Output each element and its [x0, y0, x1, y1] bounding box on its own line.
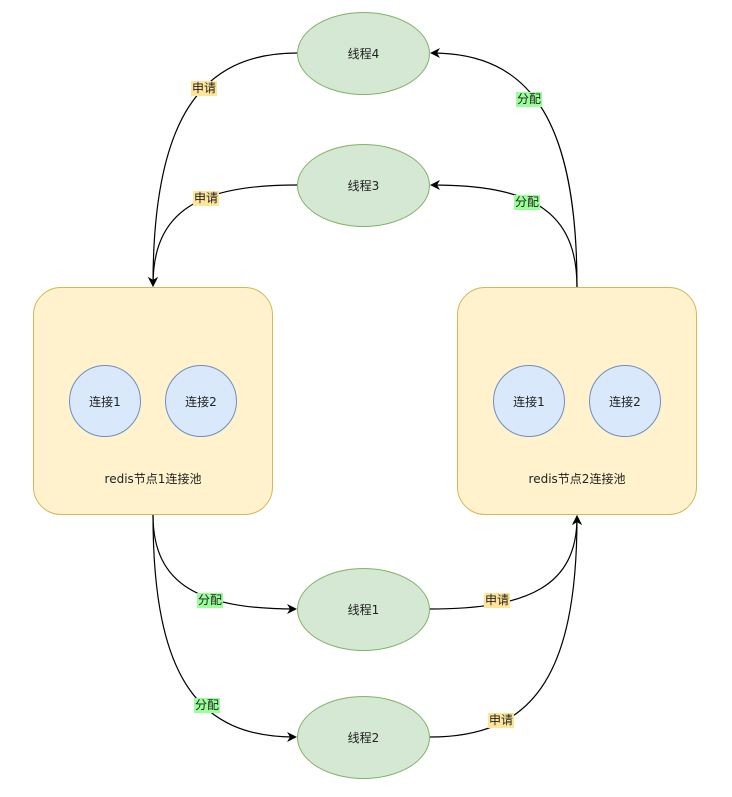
edge-pool1-to-thread1	[152, 514, 297, 614]
pool2-connection-2[interactable]: 连接2	[589, 365, 661, 437]
edge-label-thread2-request: 申请	[488, 713, 515, 728]
thread-4-label: 线程4	[347, 47, 380, 61]
pool2-connection-1-label: 连接1	[513, 394, 545, 409]
thread-3-label: 线程3	[347, 179, 380, 193]
thread-1-node[interactable]: 线程1	[297, 568, 430, 651]
edge-label-thread1-allocate: 分配	[197, 593, 224, 608]
pool2-connection-1[interactable]: 连接1	[493, 365, 565, 437]
edge-thread2-to-pool2	[429, 515, 582, 738]
edge-thread4-to-pool1	[148, 52, 298, 287]
thread-1-label: 线程1	[347, 603, 380, 617]
pool1-label: redis节点1连接池	[104, 472, 202, 486]
edge-pool2-to-thread4	[430, 48, 578, 288]
thread-2-label: 线程2	[347, 731, 380, 745]
pool2-label: redis节点2连接池	[528, 472, 626, 486]
pool2-connection-2-label: 连接2	[609, 394, 641, 409]
edge-label-thread4-request: 申请	[191, 81, 218, 96]
edge-label-thread2-allocate: 分配	[194, 698, 221, 713]
edge-thread3-to-pool1	[148, 184, 298, 287]
pool1-connection-2[interactable]: 连接2	[165, 365, 237, 437]
edge-label-thread3-request: 申请	[193, 191, 220, 206]
edge-pool1-to-thread2	[152, 514, 297, 742]
pool1-connection-1-label: 连接1	[89, 394, 121, 409]
edge-pool2-to-thread3	[430, 180, 578, 288]
edge-label-thread4-allocate: 分配	[516, 92, 543, 107]
thread-2-node[interactable]: 线程2	[297, 696, 430, 779]
edge-label-thread1-request: 申请	[484, 593, 511, 608]
thread-3-node[interactable]: 线程3	[297, 144, 430, 227]
pool1-connection-1[interactable]: 连接1	[69, 365, 141, 437]
thread-4-node[interactable]: 线程4	[297, 12, 430, 95]
edge-label-thread3-allocate: 分配	[514, 195, 541, 210]
pool1-connection-2-label: 连接2	[185, 394, 217, 409]
edge-thread1-to-pool2	[429, 515, 582, 610]
